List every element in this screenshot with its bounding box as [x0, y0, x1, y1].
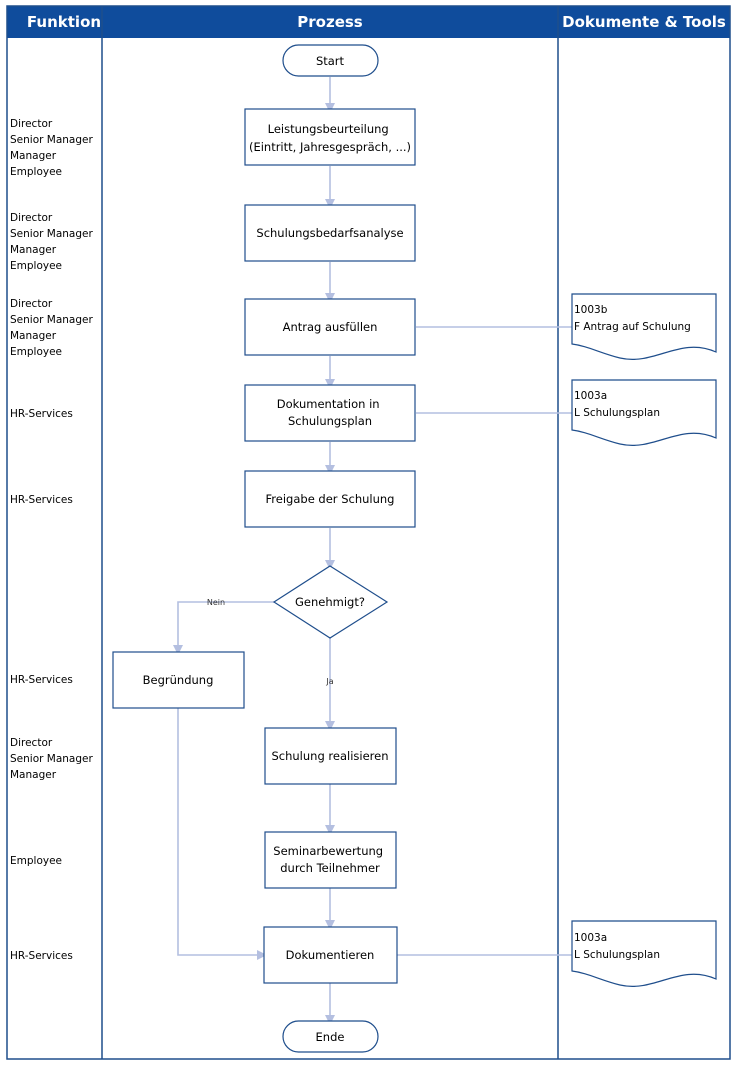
svg-text:Begründung: Begründung — [143, 673, 214, 687]
function-label-4: HR-Services — [10, 408, 73, 420]
svg-text:Dokumentation in Schulun: Dokumentation in Schulungsplan — [277, 397, 383, 428]
connector-reason-step8 — [177, 708, 267, 960]
step-fill-application: Antrag ausfüllen — [244, 298, 416, 356]
document-1003b: 1003b F Antrag auf Schulung — [571, 293, 717, 360]
label-no: Nein — [207, 598, 225, 607]
svg-text:Leistungsbeurteilung (Ei: Leistungsbeurteilung (Eintritt, Jahresge… — [249, 122, 411, 154]
step-performance-review: Leistungsbeurteilung (Eintritt, Jahresge… — [244, 108, 416, 166]
header-process: Prozess — [297, 13, 363, 31]
svg-text:1003b F Antrag auf Schul: 1003b F Antrag auf Schulung — [574, 304, 691, 333]
svg-text:Schulungsbedarfsanalyse: Schulungsbedarfsanalyse — [256, 226, 403, 240]
svg-text:Dokumentieren: Dokumentieren — [286, 948, 375, 962]
step-document: Dokumentieren — [263, 926, 398, 984]
svg-text:Start: Start — [316, 54, 345, 68]
start-terminator: Start — [282, 44, 379, 77]
svg-text:Genehmigt?: Genehmigt? — [295, 595, 365, 609]
header-documents: Dokumente & Tools — [562, 13, 726, 31]
label-yes: Ja — [325, 677, 333, 686]
step-realize-training: Schulung realisieren — [264, 727, 397, 785]
svg-text:Ende: Ende — [316, 1030, 345, 1044]
document-1003a-2: 1003a L Schulungsplan — [571, 920, 717, 987]
document-1003a-1: 1003a L Schulungsplan — [571, 379, 717, 446]
swimlane-frame — [6, 5, 731, 1060]
function-label-5: HR-Services — [10, 494, 73, 506]
function-label-3: Director Senior Manager Manager Employee — [10, 298, 96, 358]
svg-text:Freigabe der Schulung: Freigabe der Schulung — [266, 492, 395, 506]
function-label-6: HR-Services — [10, 674, 73, 686]
svg-text:Schulung realisieren: Schulung realisieren — [271, 749, 388, 763]
svg-text:Antrag ausfüllen: Antrag ausfüllen — [283, 320, 378, 334]
step-training-needs-analysis: Schulungsbedarfsanalyse — [244, 204, 416, 262]
svg-text:1003a L Schulungsplan: 1003a L Schulungsplan — [574, 932, 660, 961]
svg-text:Seminarbewertung durch T: Seminarbewertung durch Teilnehmer — [273, 844, 386, 875]
header-band — [7, 6, 730, 38]
step-document-in-training-plan: Dokumentation in Schulungsplan — [244, 384, 416, 442]
step-seminar-evaluation: Seminarbewertung durch Teilnehmer — [264, 831, 397, 889]
svg-text:1003a L Schulungsplan: 1003a L Schulungsplan — [574, 390, 660, 419]
step-training-approval: Freigabe der Schulung — [244, 470, 416, 528]
function-label-9: HR-Services — [10, 950, 73, 962]
end-terminator: Ende — [282, 1020, 379, 1053]
function-label-1: Director Senior Manager Manager Employee — [10, 118, 96, 178]
connectors — [173, 77, 572, 1025]
step-justification: Begründung — [112, 651, 245, 709]
function-label-7: Director Senior Manager Manager — [10, 737, 96, 781]
function-label-2: Director Senior Manager Manager Employee — [10, 212, 96, 272]
function-label-8: Employee — [10, 855, 62, 867]
connector-decision-no — [173, 601, 274, 655]
header-function: Funktion — [27, 13, 101, 31]
decision-approved: Genehmigt? — [272, 565, 389, 639]
